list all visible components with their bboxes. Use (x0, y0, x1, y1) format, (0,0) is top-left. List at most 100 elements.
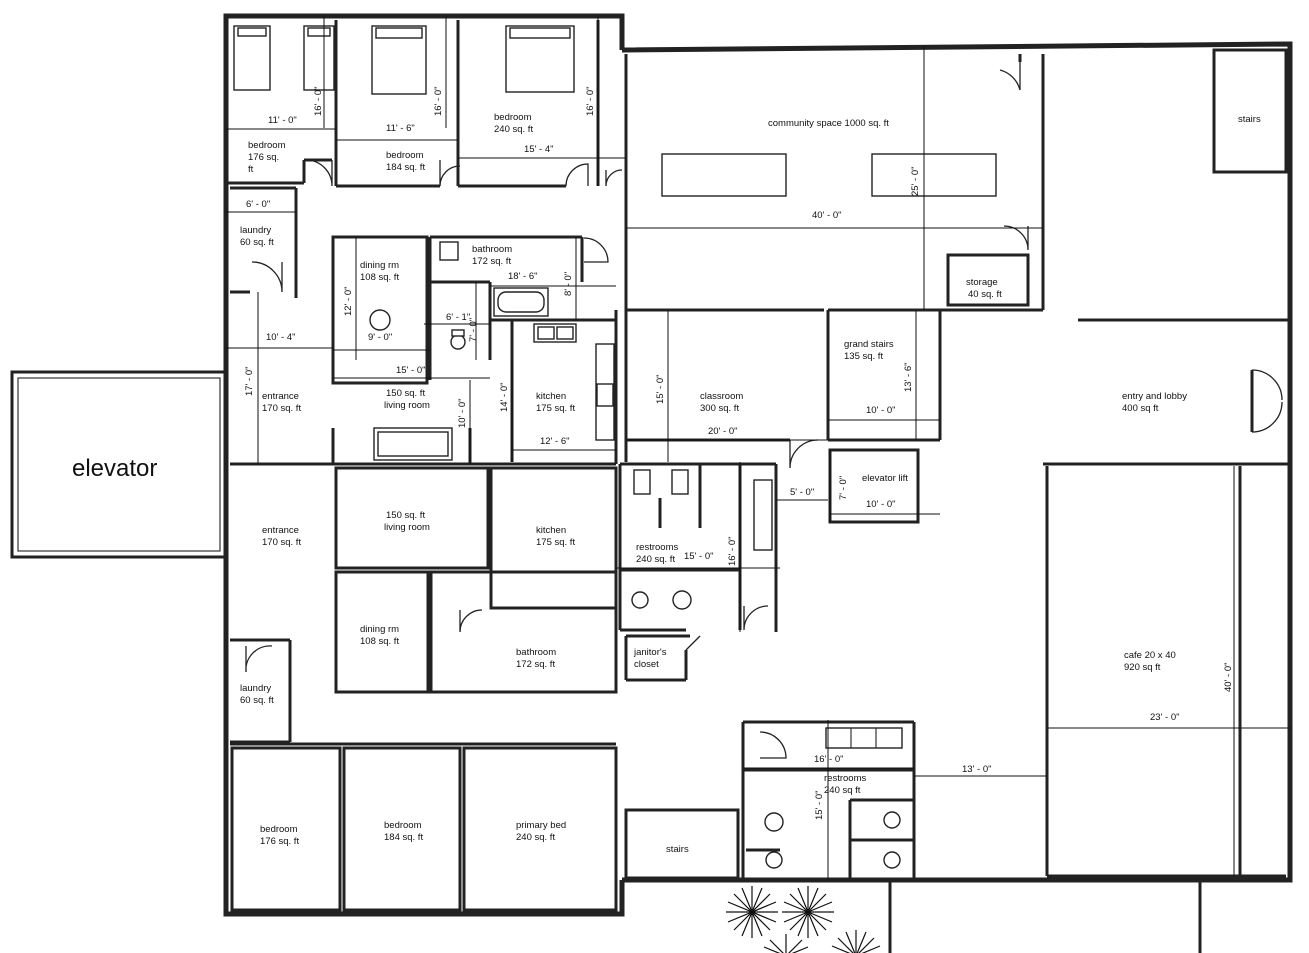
dim-40-0-b: 40' - 0" (1223, 663, 1234, 692)
dim-10-4: 10' - 4" (266, 332, 295, 343)
tree-icon (726, 886, 778, 938)
label-kitchen-2-area: 175 sq. ft (536, 537, 575, 548)
dim-15-0-d: 15' - 0" (814, 791, 825, 820)
label-elevator-lift: elevator lift (862, 473, 908, 484)
label-bedroom-b-name: bedroom (386, 150, 424, 161)
label-primary-bed-area: 240 sq. ft (516, 832, 555, 843)
label-bedroom-c-name: bedroom (494, 112, 532, 123)
label-bedroom-a-area: 176 sq. (248, 152, 279, 163)
label-cafe-area: 920 sq ft (1124, 662, 1161, 673)
label-bedroom-e-area: 184 sq. ft (384, 832, 423, 843)
tree-icons (726, 886, 881, 953)
label-storage-area: 40 sq. ft (968, 289, 1002, 300)
label-restrooms-2-area: 240 sq ft (824, 785, 861, 796)
dim-16-0-e: 16' - 0" (814, 754, 843, 765)
label-entrance-2-area: 170 sq. ft (262, 537, 301, 548)
walls (10, 13, 1293, 953)
label-janitor-name: janitor's (633, 647, 667, 658)
dim-10-0-b: 10' - 0" (866, 405, 895, 416)
dim-13-0: 13' - 0" (962, 764, 991, 775)
dim-5-0: 5' - 0" (790, 487, 814, 498)
dim-11-0: 11' - 0" (268, 115, 297, 126)
label-living-2-name: living room (384, 522, 430, 533)
dim-16-0-c: 16' - 0" (585, 87, 596, 116)
label-classroom-area: 300 sq. ft (700, 403, 739, 414)
label-community-space: community space 1000 sq. ft (768, 118, 889, 129)
label-bathroom-1-area: 172 sq. ft (472, 256, 511, 267)
dimension-labels: 11' - 0" 16' - 0" 11' - 6" 16' - 0" 16' … (244, 87, 1234, 820)
label-entrance-1-area: 170 sq. ft (262, 403, 301, 414)
fixtures (233, 25, 997, 869)
dim-18-6: 18' - 6" (508, 271, 537, 282)
label-dining-2-area: 108 sq. ft (360, 636, 399, 647)
label-living-1-name: living room (384, 400, 430, 411)
label-storage-name: storage (966, 277, 998, 288)
dim-9-0: 9' - 0" (368, 332, 392, 343)
label-living-1-area: 150 sq. ft (386, 388, 425, 399)
label-dining-1-area: 108 sq. ft (360, 272, 399, 283)
label-bedroom-c-area: 240 sq. ft (494, 124, 533, 135)
label-bedroom-d-name: bedroom (260, 824, 298, 835)
dim-7-0-b: 7' - 0" (838, 476, 849, 500)
label-restrooms-1-area: 240 sq. ft (636, 554, 675, 565)
label-stairs-bottom: stairs (666, 844, 689, 855)
dim-15-0-b: 15' - 0" (655, 375, 666, 404)
label-entry-lobby-area: 400 sq ft (1122, 403, 1159, 414)
tree-icon (782, 886, 834, 938)
label-bedroom-b-area: 184 sq. ft (386, 162, 425, 173)
dim-12-6: 12' - 6" (540, 436, 569, 447)
dim-25-0: 25' - 0" (910, 167, 921, 196)
label-laundry-1-area: 60 sq. ft (240, 237, 274, 248)
label-entrance-2-name: entrance (262, 525, 299, 536)
label-bathroom-2-area: 172 sq. ft (516, 659, 555, 670)
dim-23-0: 23' - 0" (1150, 712, 1179, 723)
dim-10-0-a: 10' - 0" (457, 399, 468, 428)
label-bedroom-e-name: bedroom (384, 820, 422, 831)
label-restrooms-1-name: restrooms (636, 542, 678, 553)
label-bathroom-2-name: bathroom (516, 647, 556, 658)
label-bedroom-d-area: 176 sq. ft (260, 836, 299, 847)
dim-15-0-c: 15' - 0" (684, 551, 713, 562)
dim-16-0-d: 16' - 0" (727, 537, 738, 566)
tree-icon (763, 934, 809, 953)
doors (245, 62, 1283, 759)
label-elevator: elevator (72, 455, 157, 482)
dim-10-0-c: 10' - 0" (866, 499, 895, 510)
label-kitchen-1-name: kitchen (536, 391, 566, 402)
dim-40-0-a: 40' - 0" (812, 210, 841, 221)
label-bedroom-a-name: bedroom (248, 140, 286, 151)
dim-7-0: 7' - 0" (468, 318, 479, 342)
dim-13-6: 13' - 6" (903, 363, 914, 392)
dim-16-0-b: 16' - 0" (433, 87, 444, 116)
label-bathroom-1-name: bathroom (472, 244, 512, 255)
label-laundry-2-area: 60 sq. ft (240, 695, 274, 706)
label-kitchen-1-area: 175 sq. ft (536, 403, 575, 414)
label-stairs-top: stairs (1238, 114, 1261, 125)
label-grand-stairs-name: grand stairs (844, 339, 894, 350)
dim-8-0: 8' - 0" (563, 272, 574, 296)
label-bedroom-a-unit: ft (248, 164, 254, 175)
label-entrance-1-name: entrance (262, 391, 299, 402)
label-entry-lobby-name: entry and lobby (1122, 391, 1187, 402)
dim-20-0: 20' - 0" (708, 426, 737, 437)
label-primary-bed-name: primary bed (516, 820, 566, 831)
room-labels: elevator community space 1000 sq. ft sta… (72, 112, 1261, 855)
dim-6-1: 6' - 1" (446, 312, 470, 323)
label-grand-stairs-area: 135 sq. ft (844, 351, 883, 362)
label-restrooms-2-name: restrooms (824, 773, 866, 784)
dim-15-4: 15' - 4" (524, 144, 553, 155)
dim-12-0: 12' - 0" (343, 287, 354, 316)
dim-6-0: 6' - 0" (246, 199, 270, 210)
label-kitchen-2-name: kitchen (536, 525, 566, 536)
dim-11-6: 11' - 6" (386, 123, 415, 134)
label-dining-2-name: dining rm (360, 624, 399, 635)
label-cafe-name: cafe 20 x 40 (1124, 650, 1176, 661)
dimension-lines (226, 16, 1290, 880)
tree-icon (831, 930, 881, 953)
label-living-2-area: 150 sq. ft (386, 510, 425, 521)
dim-16-0-a: 16' - 0" (313, 87, 324, 116)
label-classroom-name: classroom (700, 391, 743, 402)
dim-17-0: 17' - 0" (244, 367, 255, 396)
dim-15-0-a: 15' - 0" (396, 365, 425, 376)
